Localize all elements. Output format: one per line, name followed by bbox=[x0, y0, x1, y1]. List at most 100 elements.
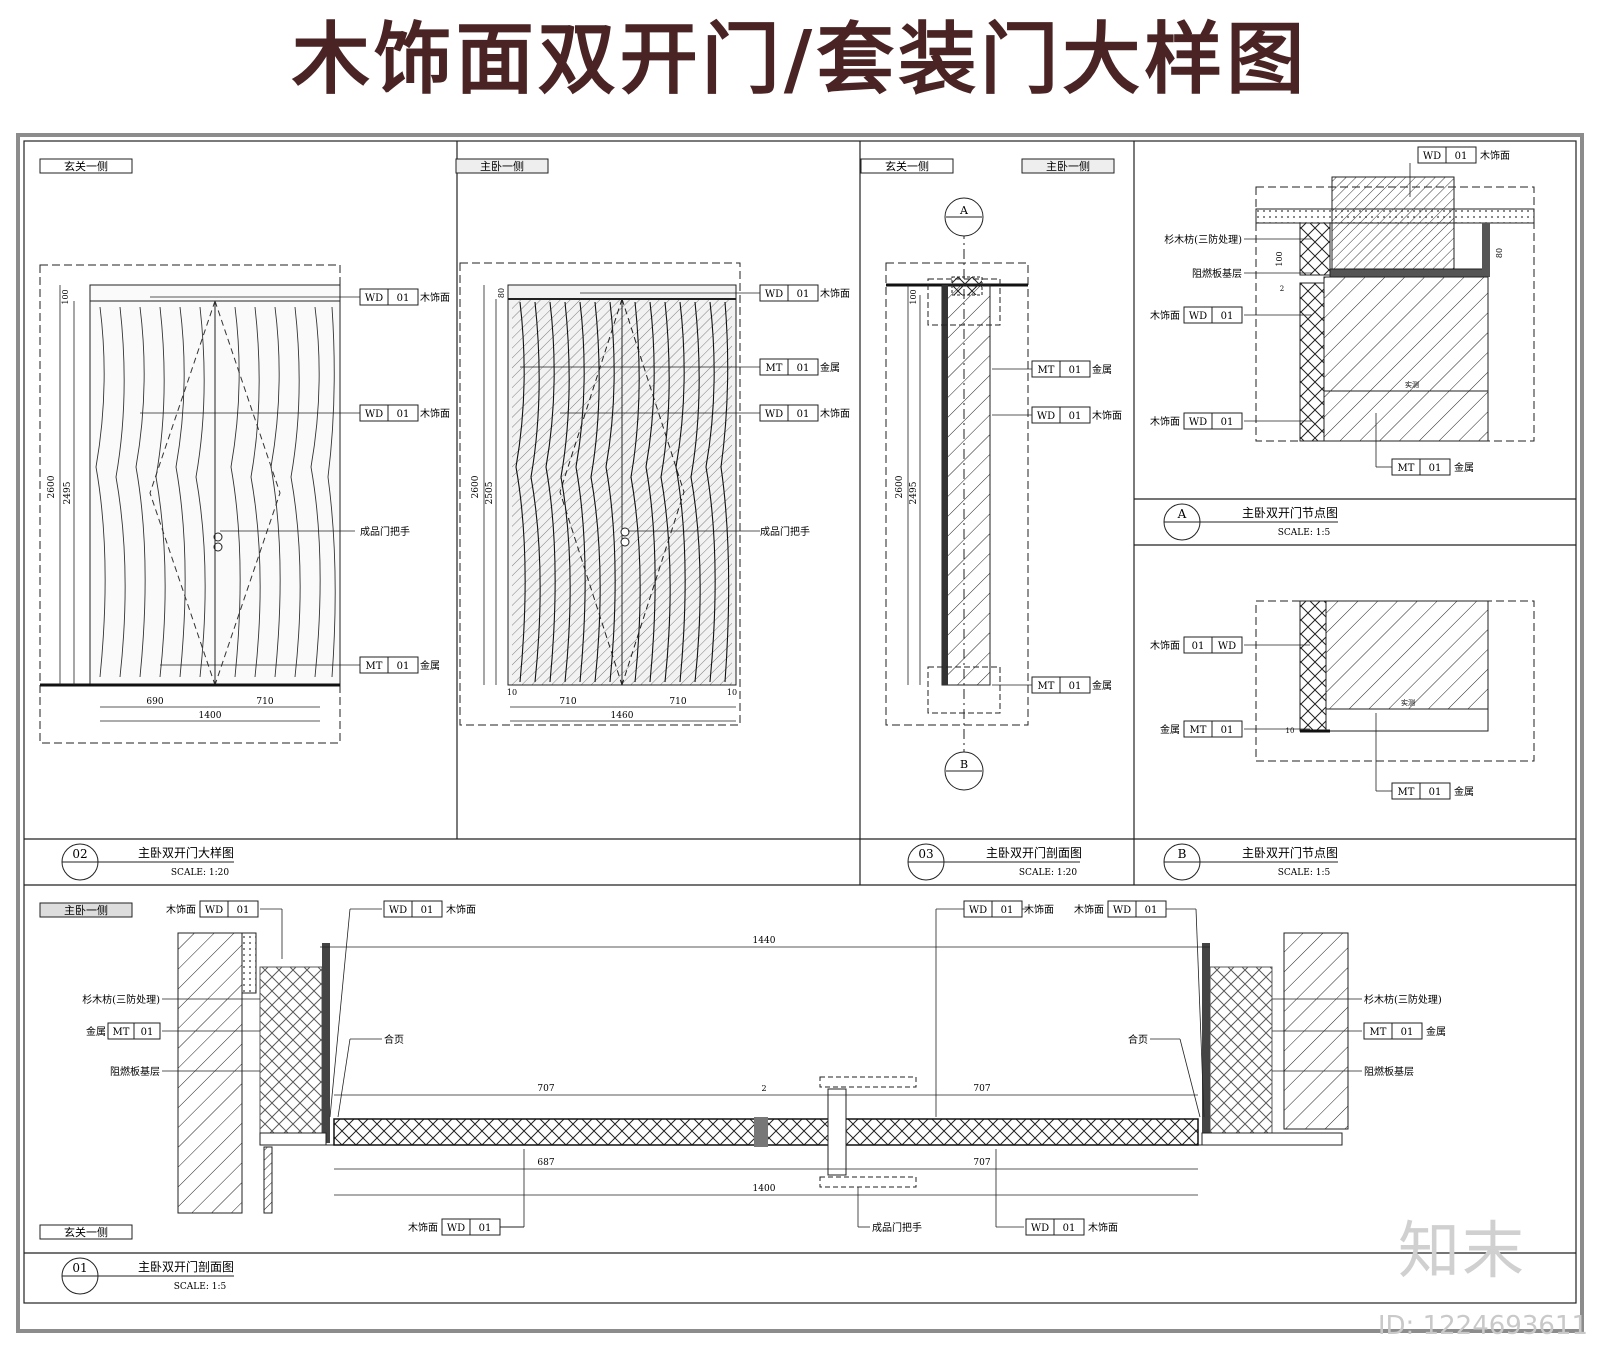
dim-h2495-a: 2495 bbox=[63, 481, 73, 504]
svg-text:WD: WD bbox=[1113, 905, 1131, 916]
label-wood-d1: 木饰面 bbox=[1480, 149, 1510, 162]
view-01-scale: SCALE: 1:5 bbox=[174, 1282, 227, 1292]
label-wood-d2: 木饰面 bbox=[1150, 309, 1180, 322]
svg-text:01: 01 bbox=[1145, 905, 1158, 916]
svg-text:01: 01 bbox=[1069, 365, 1082, 376]
dim-d100-c: 100 bbox=[1275, 251, 1284, 266]
svg-text:MT: MT bbox=[1038, 365, 1055, 376]
dim-d10-c: 10 bbox=[1286, 727, 1295, 735]
label-handle-b: 成品门把手 bbox=[760, 525, 810, 538]
watermark-logo: 知末 bbox=[1398, 1214, 1527, 1287]
svg-text:01: 01 bbox=[1069, 681, 1082, 692]
callout-b-bottom: B bbox=[960, 758, 968, 771]
drawing-canvas: 玄关一侧 主卧一侧 玄关一侧 主卧一侧 主卧一侧 玄关一侧 2600 2495 … bbox=[23, 140, 1577, 1304]
label-wood-e: 木饰面 bbox=[1150, 639, 1180, 652]
dim-w710-a: 710 bbox=[256, 697, 273, 707]
tag-master-2: 主卧一侧 bbox=[1046, 160, 1090, 173]
svg-text:MT: MT bbox=[1038, 681, 1055, 692]
label-wood-a2: 木饰面 bbox=[420, 407, 450, 420]
label-wood-f6: 木饰面 bbox=[1088, 1221, 1118, 1234]
svg-text:01: 01 bbox=[797, 363, 810, 374]
tag-master-1: 主卧一侧 bbox=[480, 160, 524, 173]
svg-text:实测: 实测 bbox=[1405, 380, 1419, 389]
svg-text:01: 01 bbox=[1001, 905, 1014, 916]
svg-text:01: 01 bbox=[421, 905, 434, 916]
tag-foyer-3: 玄关一侧 bbox=[64, 1225, 108, 1239]
label-wood-f3: 木饰面 bbox=[1024, 903, 1054, 916]
svg-text:01: 01 bbox=[1455, 151, 1468, 162]
label-fir-c: 杉木枋(三防处理) bbox=[1364, 993, 1442, 1006]
dim-d100-b: 100 bbox=[909, 289, 918, 304]
view-01-num: 01 bbox=[72, 1261, 87, 1275]
dim-d80-a: 80 bbox=[1495, 248, 1504, 258]
label-metal-f1: 金属 bbox=[86, 1025, 106, 1038]
view-03-num: 03 bbox=[918, 847, 933, 861]
dim-w710-c: 710 bbox=[669, 697, 686, 707]
svg-text:WD: WD bbox=[1218, 641, 1236, 652]
dim-w707-a: 707 bbox=[537, 1084, 554, 1094]
label-wood-f1: 木饰面 bbox=[166, 903, 196, 916]
svg-text:WD: WD bbox=[365, 293, 383, 304]
dim-w707-b: 707 bbox=[973, 1084, 990, 1094]
svg-text:01: 01 bbox=[237, 905, 250, 916]
view-a-scale: SCALE: 1:5 bbox=[1278, 528, 1331, 538]
dim-w1400-a: 1400 bbox=[199, 711, 222, 721]
label-handle-c: 成品门把手 bbox=[872, 1221, 922, 1234]
svg-text:01: 01 bbox=[1069, 411, 1082, 422]
dim-h2600-b: 2600 bbox=[471, 475, 481, 498]
svg-text:01: 01 bbox=[797, 409, 810, 420]
svg-text:WD: WD bbox=[1423, 151, 1441, 162]
view-02-name: 主卧双开门大样图 bbox=[138, 845, 234, 860]
svg-text:MT: MT bbox=[766, 363, 783, 374]
label-board-b: 阻燃板基层 bbox=[110, 1065, 160, 1078]
svg-text:01: 01 bbox=[1429, 463, 1442, 474]
svg-text:WD: WD bbox=[1189, 311, 1207, 322]
label-metal-e1: 金属 bbox=[1160, 723, 1180, 736]
svg-text:01: 01 bbox=[1192, 641, 1205, 652]
svg-text:01: 01 bbox=[397, 293, 410, 304]
tag-group: 玄关一侧 主卧一侧 玄关一侧 主卧一侧 主卧一侧 玄关一侧 bbox=[39, 158, 1115, 1240]
label-metal-e2: 金属 bbox=[1454, 785, 1474, 798]
label-metal-d: 金属 bbox=[1454, 461, 1474, 474]
dim-d2-a: 2 bbox=[1280, 285, 1284, 293]
label-wood-b2: 木饰面 bbox=[820, 407, 850, 420]
sheet-grid bbox=[23, 140, 1577, 1304]
svg-text:01: 01 bbox=[141, 1027, 154, 1038]
label-fir-a: 杉木枋(三防处理) bbox=[1164, 233, 1242, 246]
label-metal-c1: 金属 bbox=[1092, 363, 1112, 376]
dim-h2600-c: 2600 bbox=[895, 475, 905, 498]
section-01-plan: 1440 707 707 2 687 707 1400 木饰面 bbox=[82, 900, 1446, 1236]
svg-text:01: 01 bbox=[1221, 725, 1234, 736]
label-metal-f2: 金属 bbox=[1426, 1025, 1446, 1038]
label-board-c: 阻燃板基层 bbox=[1364, 1065, 1414, 1078]
dim-w710-b: 710 bbox=[559, 697, 576, 707]
dim-h2600-a: 2600 bbox=[47, 475, 57, 498]
dim-w707-c: 707 bbox=[973, 1158, 990, 1168]
svg-text:01: 01 bbox=[1221, 311, 1234, 322]
view-a-name: 主卧双开门节点图 bbox=[1242, 505, 1338, 520]
label-metal-c2: 金属 bbox=[1092, 679, 1112, 692]
view-a-num: A bbox=[1177, 507, 1187, 521]
dim-w690: 690 bbox=[146, 697, 163, 707]
dim-d80: 80 bbox=[497, 288, 506, 298]
dim-d100-a: 100 bbox=[61, 289, 70, 304]
view-03-scale: SCALE: 1:20 bbox=[1019, 868, 1077, 878]
label-hinge-b: 合页 bbox=[1128, 1033, 1148, 1046]
svg-text:01: 01 bbox=[397, 409, 410, 420]
label-wood-b1: 木饰面 bbox=[820, 287, 850, 300]
watermark-id: ID: 1224693611 bbox=[1377, 1311, 1588, 1341]
drawing-sheet: 玄关一侧 主卧一侧 玄关一侧 主卧一侧 主卧一侧 玄关一侧 2600 2495 … bbox=[16, 133, 1584, 1333]
svg-text:WD: WD bbox=[765, 289, 783, 300]
label-hinge-a: 合页 bbox=[384, 1033, 404, 1046]
svg-text:WD: WD bbox=[1189, 417, 1207, 428]
dim-w1400-b: 1400 bbox=[753, 1184, 776, 1194]
svg-text:WD: WD bbox=[765, 409, 783, 420]
svg-text:01: 01 bbox=[479, 1223, 492, 1234]
svg-text:01: 01 bbox=[1221, 417, 1234, 428]
svg-text:01: 01 bbox=[797, 289, 810, 300]
label-wood-f5: 木饰面 bbox=[408, 1221, 438, 1234]
view-02-num: 02 bbox=[72, 847, 87, 861]
view-b-scale: SCALE: 1:5 bbox=[1278, 868, 1331, 878]
